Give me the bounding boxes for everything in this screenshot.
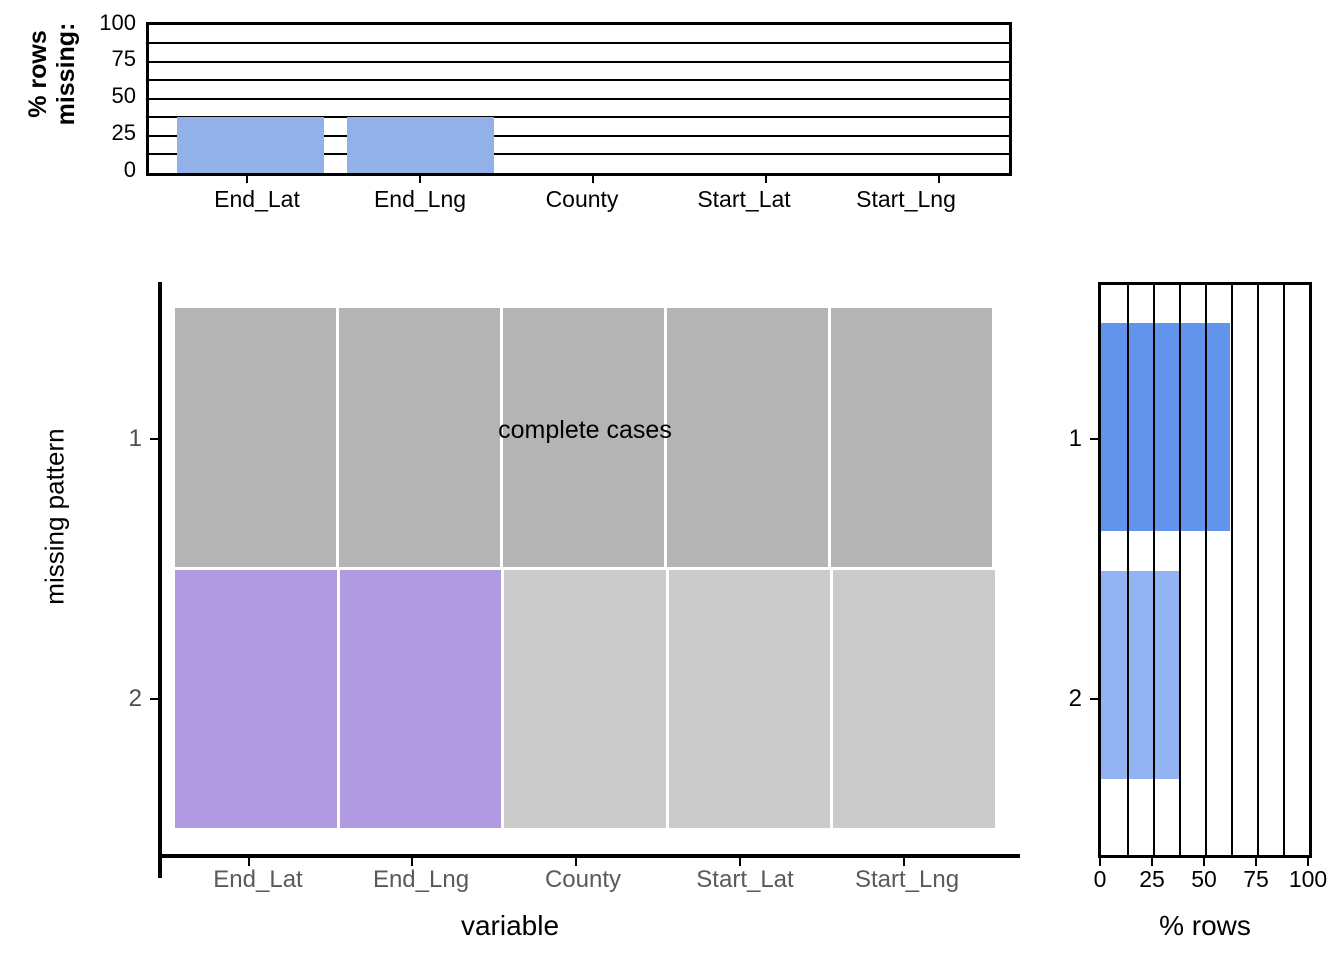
top-y-tick-75: 75 xyxy=(111,46,136,71)
right-panel-x-axis-title: % rows xyxy=(1159,910,1251,941)
main-xtick-1 xyxy=(248,858,250,866)
xtick-5 xyxy=(938,176,940,183)
right-y-tick-pattern-2: 2 xyxy=(1068,685,1082,712)
main-panel-x-axis-title: variable xyxy=(460,910,560,941)
percent-rows-panel: 1 2 0 25 50 75 100 % rows xyxy=(1040,262,1344,960)
main-xtick-2 xyxy=(411,858,413,866)
gridline-62-5 xyxy=(149,79,1009,81)
right-ytick-2 xyxy=(1090,698,1098,700)
heatmap-row-1: complete cases xyxy=(175,308,995,567)
top-x-tick-end-lng: End_Lng xyxy=(373,186,467,212)
top-panel-gridlines xyxy=(149,25,1009,173)
top-y-tick-50: 50 xyxy=(111,83,136,108)
top-x-tick-county: County xyxy=(545,186,619,212)
heatmap-row-2 xyxy=(175,566,995,828)
gridline-12-5 xyxy=(1127,285,1129,855)
gridline-50 xyxy=(149,98,1009,100)
bar-pattern-1 xyxy=(1101,323,1230,531)
right-xtick-0 xyxy=(1099,858,1101,866)
main-x-tick-end-lng: End_Lng xyxy=(372,866,470,893)
top-panel-y-axis-title-text: % rows missing: xyxy=(24,22,80,126)
top-y-tick-0: 0 xyxy=(123,157,136,182)
gridline-37-5 xyxy=(1179,285,1181,855)
right-x-tick-25: 25 xyxy=(1139,866,1165,892)
cell-2-End_Lat xyxy=(175,569,340,828)
gridline-87-5 xyxy=(1283,285,1285,855)
gridline-62-5 xyxy=(1231,285,1233,855)
top-x-tick-start-lng: Start_Lng xyxy=(856,186,956,212)
right-x-tick-50: 50 xyxy=(1191,866,1217,892)
bar-End_Lng xyxy=(347,116,494,173)
bar-End_Lat xyxy=(177,116,324,173)
main-panel-y-axis-title: missing pattern xyxy=(0,428,165,604)
cell-2-End_Lng xyxy=(339,569,505,828)
main-xtick-4 xyxy=(739,858,741,866)
main-x-tick-start-lat: Start_Lat xyxy=(696,866,794,893)
main-xtick-3 xyxy=(575,858,577,866)
right-panel-gridlines xyxy=(1101,285,1309,855)
right-x-tick-100: 100 xyxy=(1288,866,1328,892)
right-xtick-50 xyxy=(1203,858,1205,866)
gridline-50 xyxy=(1205,285,1207,855)
gridline-75 xyxy=(149,61,1009,63)
top-panel-plot-area xyxy=(146,22,1012,176)
gridline-87-5 xyxy=(149,42,1009,44)
main-ytick-2 xyxy=(150,698,158,700)
right-xtick-25 xyxy=(1151,858,1153,866)
main-xtick-5 xyxy=(903,858,905,866)
xtick-1 xyxy=(246,176,248,183)
main-y-tick-pattern-1: 1 xyxy=(128,425,142,452)
xtick-2 xyxy=(419,176,421,183)
main-panel-y-axis-line xyxy=(158,282,162,878)
right-x-tick-75: 75 xyxy=(1243,866,1269,892)
right-y-tick-pattern-1: 1 xyxy=(1068,425,1082,452)
right-ytick-1 xyxy=(1090,438,1098,440)
gridline-37-5 xyxy=(149,116,1009,118)
right-x-tick-0: 0 xyxy=(1093,866,1107,892)
cell-1-End_Lng xyxy=(339,308,503,567)
right-xtick-75 xyxy=(1255,858,1257,866)
bar-pattern-2 xyxy=(1101,571,1181,779)
cell-1-Start_Lng xyxy=(831,308,995,567)
missing-pattern-panel: missing pattern 1 2 complete cases xyxy=(0,262,1040,960)
main-panel-y-axis-title-text: missing pattern xyxy=(39,428,70,605)
top-y-tick-100: 100 xyxy=(99,10,136,35)
cell-1-End_Lat xyxy=(175,308,339,567)
main-x-tick-county: County xyxy=(544,866,622,893)
main-panel-x-axis-line xyxy=(158,854,1020,858)
right-panel-bars xyxy=(1101,285,1309,855)
cell-2-Start_Lng xyxy=(833,569,995,828)
main-y-tick-pattern-2: 2 xyxy=(128,685,142,712)
missing-pattern-heatmap: complete cases xyxy=(175,308,995,828)
percent-rows-missing-panel: % rows missing: 100 75 50 25 0 xyxy=(0,0,1030,230)
top-panel-bars xyxy=(149,25,1009,173)
main-x-tick-end-lat: End_Lat xyxy=(213,866,303,893)
gridline-12-5 xyxy=(149,153,1009,155)
gridline-25 xyxy=(149,135,1009,137)
gridline-25 xyxy=(1153,285,1155,855)
main-x-tick-start-lng: Start_Lng xyxy=(854,866,960,893)
top-x-tick-start-lat: Start_Lat xyxy=(697,186,791,212)
cell-2-County xyxy=(504,569,669,828)
cell-2-Start_Lat xyxy=(668,569,834,828)
right-panel-plot-area xyxy=(1098,282,1312,858)
xtick-3 xyxy=(592,176,594,183)
top-x-tick-end-lat: End_Lat xyxy=(214,186,300,212)
top-y-tick-25: 25 xyxy=(111,120,136,145)
xtick-4 xyxy=(765,176,767,183)
cell-1-Start_Lat xyxy=(667,308,831,567)
cell-1-County xyxy=(503,308,667,567)
gridline-75 xyxy=(1257,285,1259,855)
main-ytick-1 xyxy=(150,438,158,440)
right-xtick-100 xyxy=(1307,858,1309,866)
